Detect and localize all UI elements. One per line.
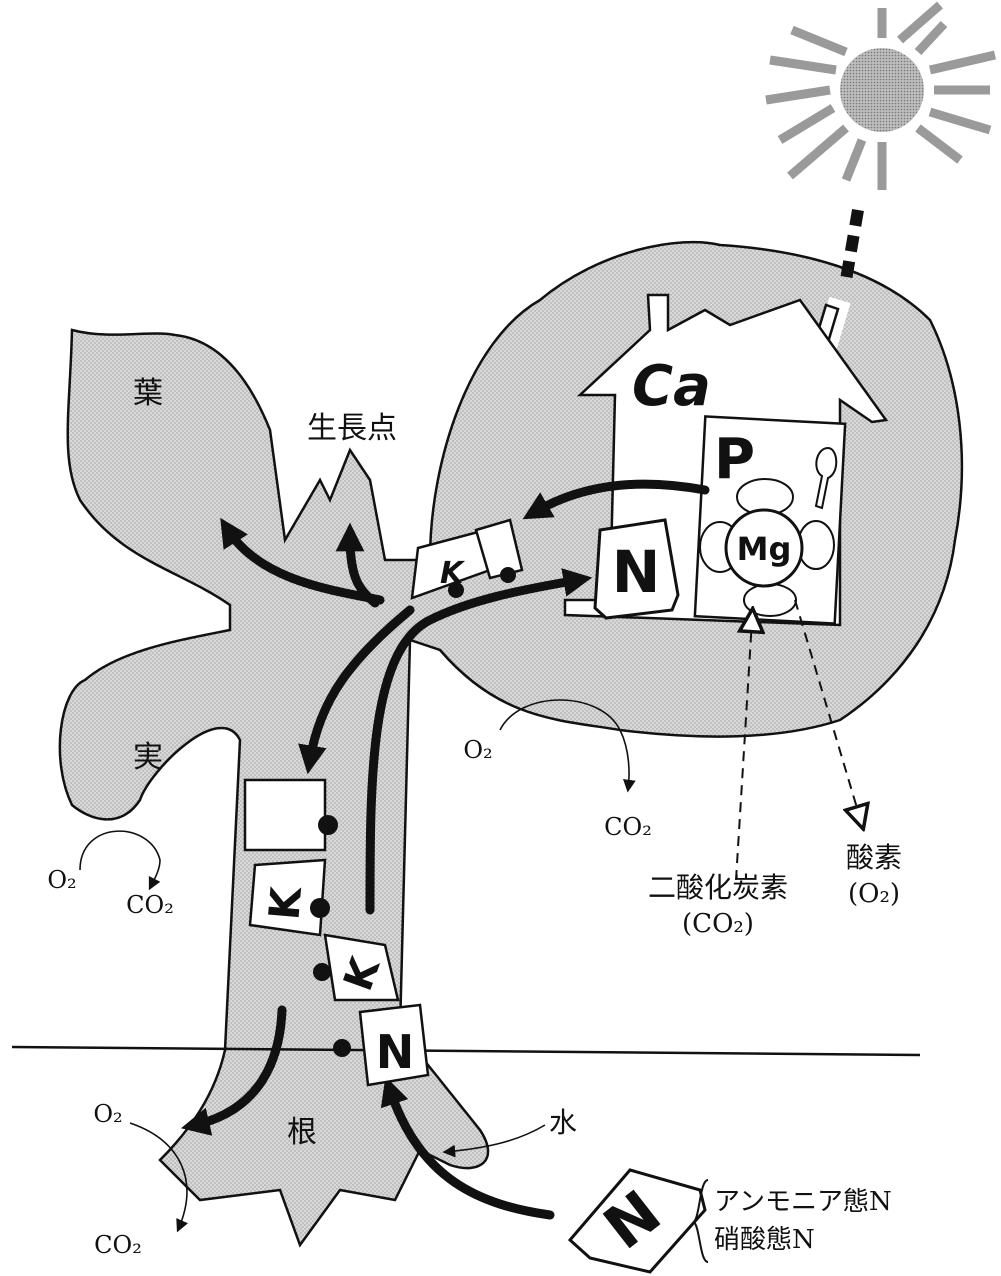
potassium-middle-label: K [259,884,311,922]
potassium-top-label: K [440,556,466,591]
ground-line [12,1047,920,1055]
leaf-o2-label: O₂ [463,736,492,764]
soil-nitrogen-bag: N [570,1170,705,1272]
o2-name-label: 酸素 [846,841,902,874]
fruit-co2-label: CO₂ [126,891,174,919]
leaf-label: 葉 [133,376,163,411]
phosphorus-label: P [714,427,755,492]
leaf-co2-label: CO₂ [604,813,652,841]
magnesium-label: Mg [737,530,792,568]
sun-icon [766,5,995,190]
nitrogen-bag-label: N [612,538,661,606]
root-label: 根 [287,1115,317,1150]
nitrogen-stem-label: N [376,1025,415,1079]
o2-formula-label: (O₂) [848,879,900,909]
co2-name-label: 二酸化炭素 [648,871,788,904]
root-o2-label: O₂ [93,1100,122,1128]
nitrate-nitrogen-label: 硝酸態N [714,1225,815,1255]
fruit-gas-arrow [80,831,160,888]
fruit-label: 実 [133,740,163,775]
growth-point-label: 生長点 [307,411,397,446]
co2-formula-label: (CO₂) [682,909,754,939]
ammonium-nitrogen-label: アンモニア態N [714,1187,892,1217]
fruit-o2-label: O₂ [47,866,76,894]
root-co2-label: CO₂ [94,1231,142,1259]
calcium-label: Ca [632,354,711,419]
water-label: 水 [549,1106,577,1139]
